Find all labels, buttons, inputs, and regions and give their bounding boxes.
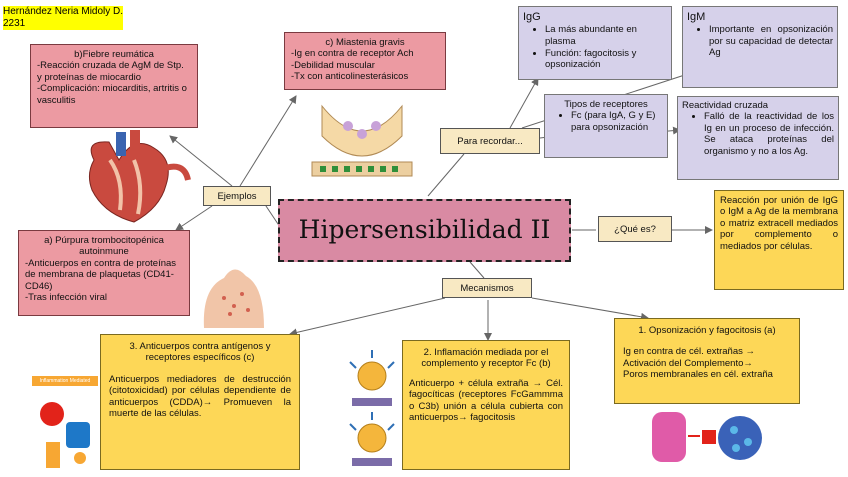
mec3-title: 3. Anticuerpos contra antígenos y recept… [129,341,271,364]
ejemplos-label: Ejemplos [203,186,271,206]
receptores-item: Fc (para IgA, G y E) para opsonización [571,110,663,133]
mecanismo-3-box: 3. Anticuerpos contra antígenos y recept… [100,334,300,470]
mec1-title: 1. Opsonización y fagocitosis (a) [638,325,776,336]
definicion-box: Reacción por unión de IgG o IgM a Ag de … [714,190,844,290]
igg-item: Función: fagocitosis y opsonización [545,48,667,71]
mec2-title: 2. Inflamación mediada por el complement… [421,347,551,370]
igm-box: IgM Importante en opsonización por su ca… [682,6,838,88]
purpura-box: a) Púrpura trombocitopénica autoinmune -… [18,230,190,316]
mec1-line: Ig en contra de cél. extrañas → [623,346,756,358]
line-center-mecanismos [469,261,485,279]
line-center-recordar [427,153,465,197]
mecanismos-label: Mecanismos [442,278,532,298]
igm-item: Importante en opsonización por su capaci… [709,24,833,58]
fiebre-line: -Reacción cruzada de AgM de Stp. y prote… [37,60,184,83]
heart-illustration [88,130,191,223]
fiebre-reumatica-box: b)Fiebre reumática -Reacción cruzada de … [30,44,198,128]
central-title: Hipersensibilidad II [278,199,571,262]
receptores-title: Tipos de receptores [564,99,648,110]
miastenia-line: -Debilidad muscular [291,59,375,71]
mec1-line: Activación del Complemento→ [623,357,753,369]
fiebre-title: b)Fiebre reumática [74,49,154,60]
reactividad-item: Falló de la reactividad de los Ig en un … [704,111,834,157]
author-number: 2231 [3,18,26,29]
igg-head: IgG [523,11,541,23]
opsonization-illustration [652,412,762,462]
miastenia-gravis-box: c) Miastenia gravis -Ig en contra de rec… [284,32,446,90]
igg-item: La más abundante en plasma [545,24,667,47]
purpura-line: -Tras infección viral [25,291,108,303]
phagocyte-illustration [349,350,395,466]
miastenia-line: -Tx con anticolinesterásicos [291,71,409,83]
line-recordar-igg [509,77,539,129]
synapse-illustration [311,104,413,177]
reactividad-title: Reactividad cruzada [682,100,769,111]
miastenia-title: c) Miastenia gravis [325,37,405,48]
skin-illustration [203,269,264,328]
mec3-text: Anticuerpos mediadores de destrucción (c… [109,373,291,419]
purpura-line: -Anticuerpos en contra de proteínas de m… [25,257,177,292]
receptores-box: Tipos de receptores Fc (para IgA, G y E)… [544,94,668,158]
fiebre-line: -Complicación: miocarditis, artritis o v… [37,83,187,106]
purpura-title: a) Púrpura trombocitopénica autoinmune [44,235,164,258]
author-name: Hernández Neria Midoly D. [3,6,124,17]
line-ejemplos-miastenia [239,95,297,187]
line-mec-1 [531,297,649,321]
igg-box: IgG La más abundante en plasma Función: … [518,6,672,80]
line-mec-3 [289,297,446,337]
cytotoxic-illustration [40,402,90,468]
reactividad-box: Reactividad cruzada Falló de la reactivi… [677,96,839,180]
mec2-text: Anticuerpo + célula extraña → Cél. fagoc… [409,377,563,423]
mecanismo-2-box: 2. Inflamación mediada por el complement… [402,340,570,470]
que-es-label: ¿Qué es? [598,216,672,242]
para-recordar-label: Para recordar... [440,128,540,154]
line-ejemplos-fiebre [169,135,233,187]
author-label: Hernández Neria Midoly D. 2231 [3,6,124,30]
line-ejemplos-purpura [175,205,213,231]
mecanismo-1-box: 1. Opsonización y fagocitosis (a) Ig en … [614,318,800,404]
figure-label: Inflammation Mediated Antigens [32,376,98,394]
mec1-line: Poros membranales en cél. extraña [623,369,773,381]
igm-head: IgM [687,11,706,23]
miastenia-line: -Ig en contra de receptor Ach [291,48,414,60]
